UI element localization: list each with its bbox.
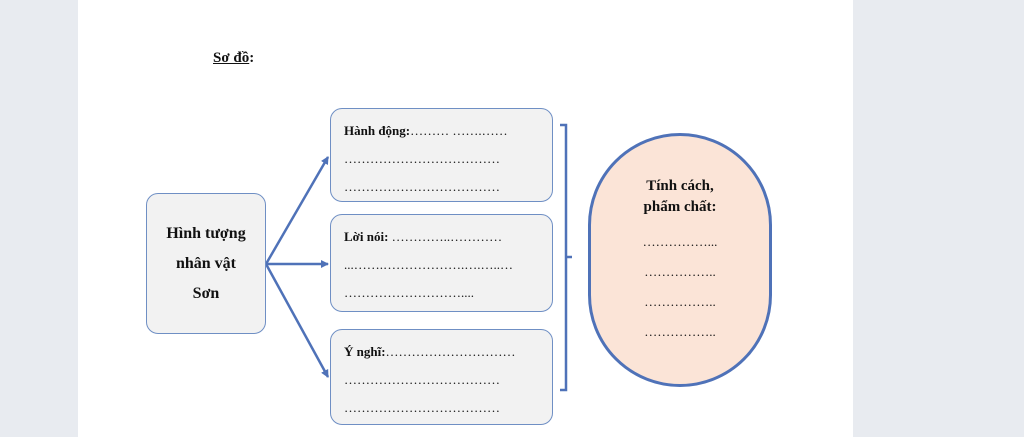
thoughts-label: Ý nghĩ:	[344, 344, 386, 359]
thoughts-box: Ý nghĩ:………………………… ……………………………… …………………………	[330, 329, 553, 425]
traits-title: Tính cách, phẩm chất:	[591, 176, 769, 218]
actions-label: Hành động:	[344, 123, 411, 138]
center-line-3: Sơn	[192, 284, 220, 302]
speech-line-3: ………………………....	[344, 285, 474, 300]
traits-title-line-1: Tính cách,	[646, 178, 714, 194]
traits-oval: Tính cách, phẩm chất: ……………... …………….. ……	[588, 133, 772, 387]
speech-line-2: ...…….……………….….…..…	[344, 257, 513, 272]
speech-label: Lời nói:	[344, 229, 389, 244]
arrow-to-thoughts	[264, 263, 330, 378]
heading-colon: :	[249, 50, 255, 66]
heading-label: Sơ đồ	[213, 50, 250, 66]
document-page: Sơ đồ: Hình tượng nhân vật Sơn Hành động…	[78, 0, 853, 437]
center-line-2: nhân vật	[175, 254, 237, 272]
connector-arrows	[264, 123, 572, 392]
grouping-bracket	[560, 123, 568, 392]
traits-blank-3: ……………..	[644, 294, 716, 309]
traits-blank-2: ……………..	[644, 264, 716, 279]
actions-line-3: ………………………………	[344, 179, 500, 194]
arrow-to-actions	[264, 156, 330, 265]
character-image-box: Hình tượng nhân vật Sơn	[146, 193, 266, 334]
speech-line-1: …………..…………	[388, 229, 503, 244]
actions-line-1: ……… …….……	[410, 123, 508, 138]
actions-box: Hành động:……… …….…… ……………………………… ……………………	[330, 108, 553, 202]
traits-title-line-2: phẩm chất:	[643, 199, 717, 215]
speech-box: Lời nói: …………..………… ...…….……………….….…..… …	[330, 214, 553, 312]
center-line-1: Hình tượng	[166, 224, 246, 242]
traits-blank-1: ……………...	[642, 234, 718, 249]
actions-line-2: ………………………………	[344, 151, 500, 166]
traits-blanks: ……………... …………….. …………….. ……………..	[591, 227, 769, 347]
thoughts-line-1: …………………………	[385, 344, 516, 359]
diagram-heading: Sơ đồ:	[213, 50, 254, 67]
traits-blank-4: ……………..	[644, 324, 716, 339]
thoughts-line-3: ………………………………	[344, 400, 500, 415]
thoughts-line-2: ………………………………	[344, 372, 500, 387]
